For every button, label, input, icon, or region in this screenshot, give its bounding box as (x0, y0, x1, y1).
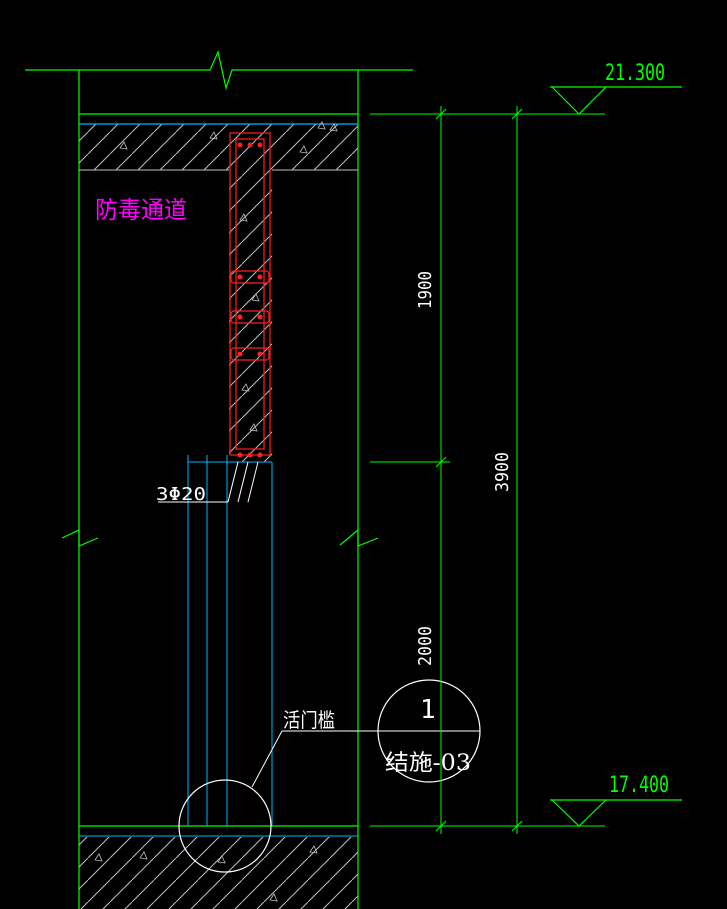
beam-aggregate (239, 213, 260, 432)
dimension-total-label: 3900 (492, 452, 513, 492)
level-bottom-label: 17.400 (609, 773, 669, 798)
top-slab-hatch (79, 124, 358, 462)
aggregate-marks (119, 121, 338, 154)
stirrup-2 (230, 310, 270, 324)
top-break-line (25, 50, 413, 91)
rebar-dots (237, 142, 263, 458)
room-name-label: 防毒通道 (95, 196, 187, 224)
door-sill-label: 活门槛 (283, 708, 335, 732)
stirrup-1 (230, 270, 270, 284)
level-top-label: 21.300 (605, 61, 665, 86)
level-marker-bottom (550, 799, 682, 827)
detail-reference (377, 679, 481, 783)
detail-sheet-label: 结施-03 (385, 751, 471, 776)
beam-rebar (229, 132, 271, 458)
dimension-lines (370, 106, 605, 834)
left-break-symbol (61, 529, 99, 547)
dimension-upper-label: 1900 (415, 271, 436, 309)
door-frame (79, 455, 358, 837)
detail-number-label: 1 (420, 695, 436, 725)
bottom-slab (79, 837, 358, 909)
sill-leader (251, 730, 283, 788)
top-slab (79, 121, 358, 462)
wall-outline (25, 50, 413, 909)
bottom-slab-hatch (79, 837, 358, 909)
rebar-label: 3Φ20 (156, 484, 206, 505)
right-break-symbol (339, 528, 379, 547)
beam-stirrup (235, 138, 265, 450)
stirrup-3 (230, 347, 270, 361)
level-marker-top (550, 86, 682, 115)
sill-detail-circle (178, 779, 272, 873)
rebar-leader (158, 461, 259, 503)
dimension-lower-label: 2000 (415, 626, 436, 666)
